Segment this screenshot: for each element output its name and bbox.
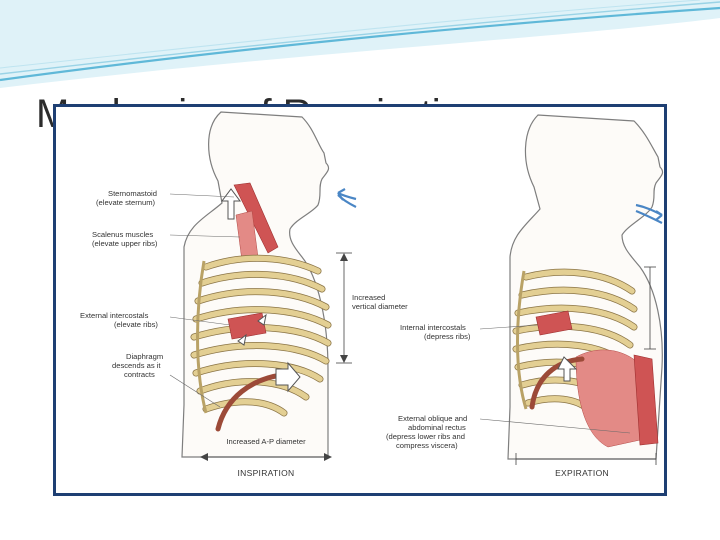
vertical-diameter-arrow <box>336 253 352 363</box>
label-scalenus: Scalenus muscles (elevate upper ribs) <box>92 230 158 248</box>
label-internal-intercostals: Internal intercostals (depress ribs) <box>400 323 471 341</box>
label-external-intercostals: External intercostals (elevate ribs) <box>80 311 158 329</box>
label-sternomastoid: Sternomastoid (elevate sternum) <box>96 189 159 207</box>
caption-expiration: EXPIRATION <box>555 468 609 478</box>
inspiration-panel: Sternomastoid (elevate sternum) Scalenus… <box>80 112 408 478</box>
label-diaphragm: Diaphragm descends as it contracts <box>112 352 165 379</box>
respiration-illustration: Sternomastoid (elevate sternum) Scalenus… <box>56 107 664 493</box>
label-vertical-diameter: Increased vertical diameter <box>352 293 408 311</box>
header-wave-fill <box>0 0 720 88</box>
label-external-oblique: External oblique and abdominal rectus (d… <box>386 414 469 450</box>
label-ap-diameter: Increased A-P diameter <box>226 437 306 446</box>
header-wave-decoration <box>0 0 720 90</box>
respiration-figure: Sternomastoid (elevate sternum) Scalenus… <box>53 104 667 496</box>
expiration-panel: Internal intercostals (depress ribs) Ext… <box>386 115 663 478</box>
caption-inspiration: INSPIRATION <box>238 468 295 478</box>
